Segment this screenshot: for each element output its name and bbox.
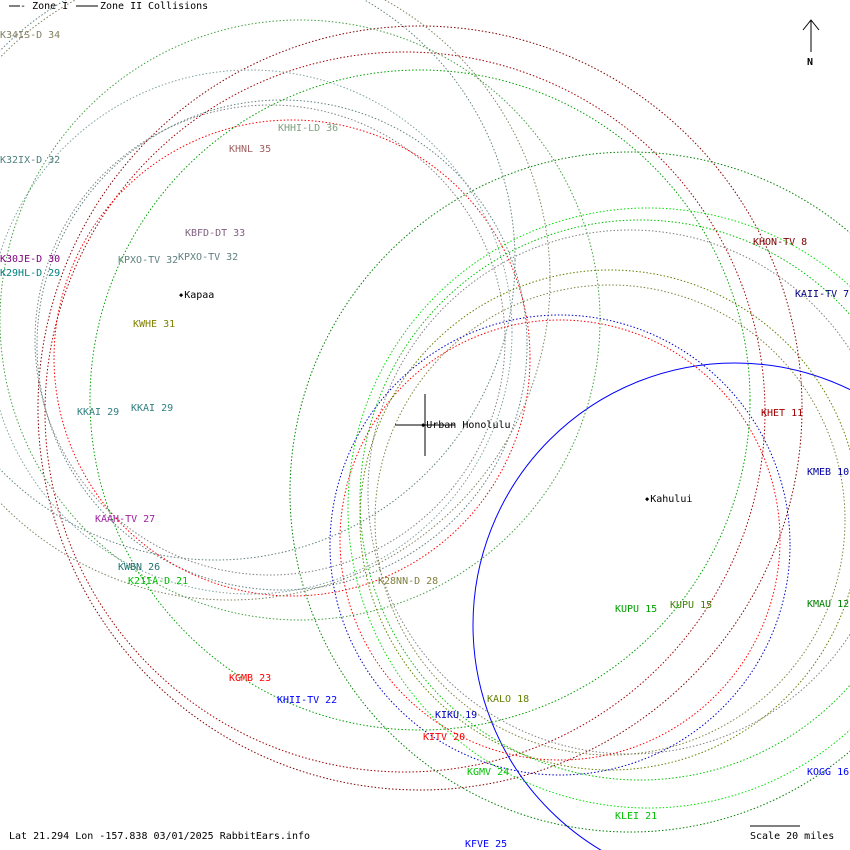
city-kahului: Kahului xyxy=(645,494,692,505)
station-label-kwhe[interactable]: KWHE 31 xyxy=(133,319,176,330)
station-label-kaah[interactable]: KAAH-TV 27 xyxy=(95,514,156,525)
coverage-contour xyxy=(44,51,766,773)
station-label-kbfd[interactable]: KBFD-DT 33 xyxy=(185,228,246,239)
coverage-contour xyxy=(53,119,531,597)
station-label-khhi[interactable]: KHHI-LD 36 xyxy=(278,123,339,134)
station-label-k32ix[interactable]: K32IX-D 32 xyxy=(0,155,61,166)
station-label-kmau[interactable]: KMAU 12 xyxy=(807,599,850,610)
station-label-kkai2[interactable]: KKAI 29 xyxy=(131,403,174,414)
station-label-kfve[interactable]: KFVE 25 xyxy=(465,839,508,850)
legend-collisions: Collisions xyxy=(148,1,209,12)
north-arrow-icon xyxy=(802,19,820,31)
coverage-contour xyxy=(0,0,551,601)
coverage-contour xyxy=(367,229,850,755)
coverage-contour xyxy=(0,0,516,561)
station-label-kiku[interactable]: KIKU 19 xyxy=(435,710,478,721)
city-urban-honolulu: Urban Honolulu xyxy=(421,420,510,431)
station-label-k29hl[interactable]: K29HL-D 29 xyxy=(0,268,61,279)
station-label-kwbn[interactable]: KWBN 26 xyxy=(118,562,161,573)
station-label-kupu1[interactable]: KUPU 15 xyxy=(615,604,658,615)
coverage-contour xyxy=(347,207,850,809)
station-label-kalo[interactable]: KALO 18 xyxy=(487,694,530,705)
coverage-contour xyxy=(0,69,513,595)
north-label: N xyxy=(807,57,814,68)
scale-label: Scale 20 miles xyxy=(750,831,835,842)
station-label-k30je[interactable]: K30JE-D 30 xyxy=(0,254,61,265)
station-label-kmeb[interactable]: KMEB 10 xyxy=(807,467,850,478)
coverage-contour xyxy=(329,314,791,776)
station-label-khnl[interactable]: KHNL 35 xyxy=(229,144,272,155)
coverage-contour xyxy=(34,104,506,576)
station-label-klei[interactable]: KLEI 21 xyxy=(615,811,658,822)
coverage-contour xyxy=(89,69,751,731)
station-label-k28nn[interactable]: K28NN-D 28 xyxy=(378,576,439,587)
coverage-contour xyxy=(36,99,528,591)
station-label-kgmv[interactable]: KGMV 24 xyxy=(467,767,510,778)
station-label-k34is[interactable]: K34IS-D 34 xyxy=(0,30,61,41)
coverage-contour xyxy=(359,269,850,771)
station-label-kogg[interactable]: KOGG 16 xyxy=(807,767,850,778)
station-label-kitv[interactable]: KITV 20 xyxy=(423,732,466,743)
station-label-kgmb[interactable]: KGMB 23 xyxy=(229,673,272,684)
coverage-contour xyxy=(374,284,846,756)
city-kapaa: Kapaa xyxy=(179,290,214,301)
station-label-kpxo2[interactable]: KPXO-TV 32 xyxy=(178,252,239,263)
station-label-kupu2[interactable]: KUPU 15 xyxy=(670,600,713,611)
coverage-contour xyxy=(289,151,850,833)
coverage-contour xyxy=(472,362,850,850)
coverage-contour xyxy=(37,25,803,791)
station-label-khon[interactable]: KHON-TV 8 xyxy=(753,237,808,248)
station-label-k21ia[interactable]: K21IA-D 21 xyxy=(128,576,189,587)
station-label-kaii[interactable]: KAII-TV 7 xyxy=(795,289,850,300)
legend-zone2: Zone II xyxy=(100,1,143,12)
coverage-contour xyxy=(0,19,601,621)
coverage-contour xyxy=(359,219,850,781)
footer-info: Lat 21.294 Lon -157.838 03/01/2025 Rabbi… xyxy=(9,831,311,842)
station-label-kpxo1[interactable]: KPXO-TV 32 xyxy=(118,255,179,266)
station-label-khii[interactable]: KHII-TV 22 xyxy=(277,695,338,706)
coverage-contour xyxy=(339,319,781,761)
legend-zone1: --- Zone I xyxy=(8,1,69,12)
station-label-kkai1[interactable]: KKAI 29 xyxy=(77,407,120,418)
station-label-khet[interactable]: KHET 11 xyxy=(761,408,804,419)
